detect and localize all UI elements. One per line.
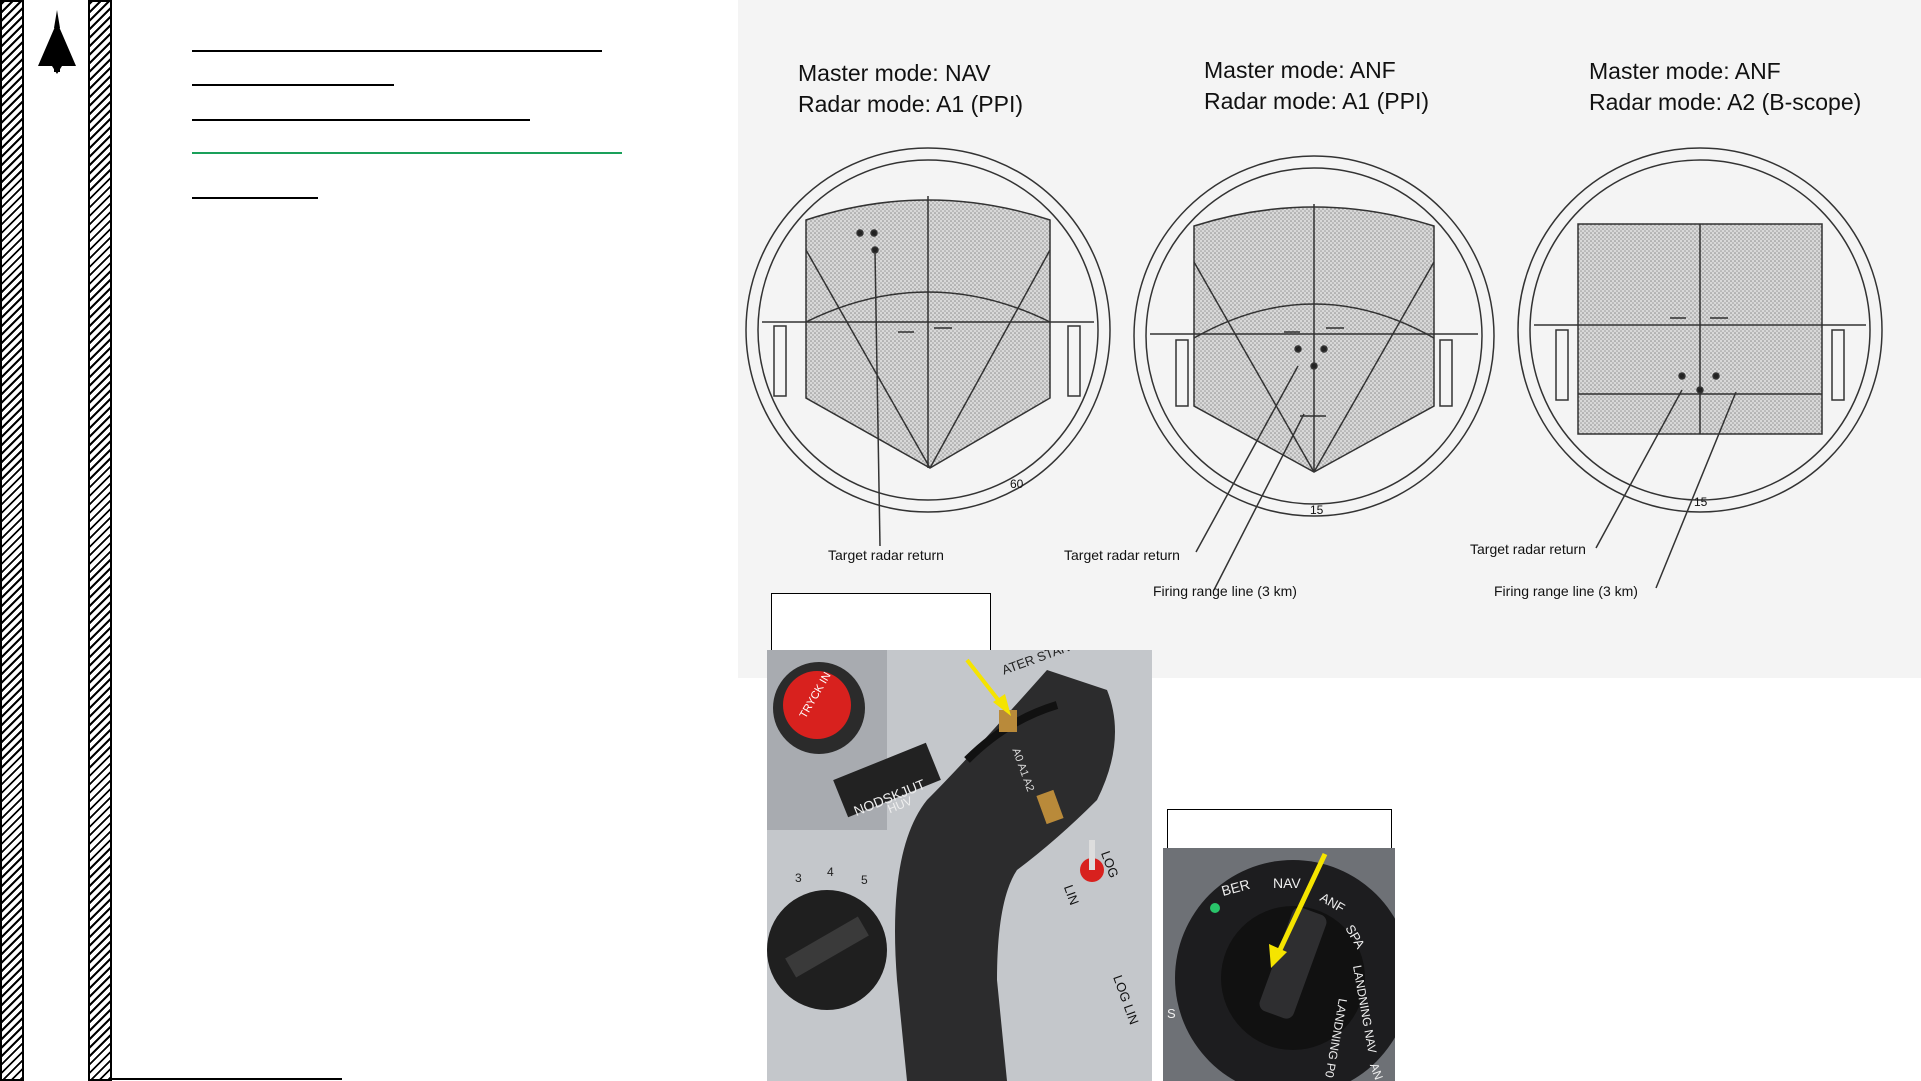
scope-2-radar-mode: Radar mode: A1 (PPI) bbox=[1204, 88, 1429, 114]
scope-3-master-mode: Master mode: ANF bbox=[1589, 58, 1781, 84]
throttle-photo: TRYCK IN NODSKJUT HUV ATER START A0 A1 A… bbox=[767, 650, 1152, 1081]
svg-text:4: 4 bbox=[827, 865, 834, 879]
tryck-in-button[interactable] bbox=[783, 671, 851, 739]
radar-scope-diagram: Master mode: NAV Radar mode: A1 (PPI) Ma… bbox=[738, 0, 1921, 678]
scope-2-firing-label: Firing range line (3 km) bbox=[1153, 583, 1297, 599]
scope-drawings: 60 15 bbox=[745, 147, 1883, 591]
a0-a1-a2-switch[interactable] bbox=[999, 710, 1017, 732]
scope-2-target-label: Target radar return bbox=[1064, 547, 1180, 563]
svg-text:S: S bbox=[1167, 1006, 1176, 1021]
link-line-2[interactable] bbox=[192, 84, 394, 86]
aircraft-logo-icon bbox=[38, 10, 76, 74]
callout-box-selector bbox=[1167, 809, 1392, 850]
left-hatched-border bbox=[0, 0, 24, 1081]
scope-3-target-label: Target radar return bbox=[1470, 541, 1586, 557]
yellow-arrow-icon bbox=[1269, 944, 1287, 968]
svg-text:NAV: NAV bbox=[1273, 875, 1301, 891]
link-line-1[interactable] bbox=[192, 50, 602, 52]
scope-2-master-mode: Master mode: ANF bbox=[1204, 57, 1396, 83]
svg-text:BER: BER bbox=[1220, 876, 1252, 899]
svg-text:3: 3 bbox=[795, 871, 802, 885]
scope-3 bbox=[1517, 147, 1883, 589]
scope-3-range-number: 15 bbox=[1694, 495, 1708, 509]
scope-1-target-label: Target radar return bbox=[828, 547, 944, 563]
link-line-5[interactable] bbox=[192, 197, 318, 199]
svg-text:AN: AN bbox=[1367, 1061, 1386, 1081]
link-line-4[interactable] bbox=[192, 152, 622, 154]
bottom-line bbox=[112, 1078, 342, 1080]
selector-photo: BER NAV ANF SPA LANDNING NAV LANDNING P0… bbox=[1163, 848, 1395, 1081]
scope-1 bbox=[745, 147, 1111, 547]
link-line-3[interactable] bbox=[192, 119, 530, 121]
scope-3-radar-mode: Radar mode: A2 (B-scope) bbox=[1589, 89, 1862, 115]
yellow-arrow-icon bbox=[993, 694, 1011, 716]
mode-selector-knob[interactable] bbox=[1257, 905, 1328, 1021]
scope-2 bbox=[1133, 155, 1495, 591]
scope-1-master-mode: Master mode: NAV bbox=[798, 60, 991, 86]
scope-2-range-number: 15 bbox=[1310, 503, 1324, 517]
right-hatched-border bbox=[88, 0, 112, 1081]
scope-3-firing-label: Firing range line (3 km) bbox=[1494, 583, 1638, 599]
svg-text:5: 5 bbox=[861, 873, 868, 887]
svg-text:LIN: LIN bbox=[1061, 883, 1082, 907]
scope-1-radar-mode: Radar mode: A1 (PPI) bbox=[798, 91, 1023, 117]
scope-1-range-number: 60 bbox=[1010, 477, 1024, 491]
throttle-handle[interactable] bbox=[895, 670, 1115, 1081]
